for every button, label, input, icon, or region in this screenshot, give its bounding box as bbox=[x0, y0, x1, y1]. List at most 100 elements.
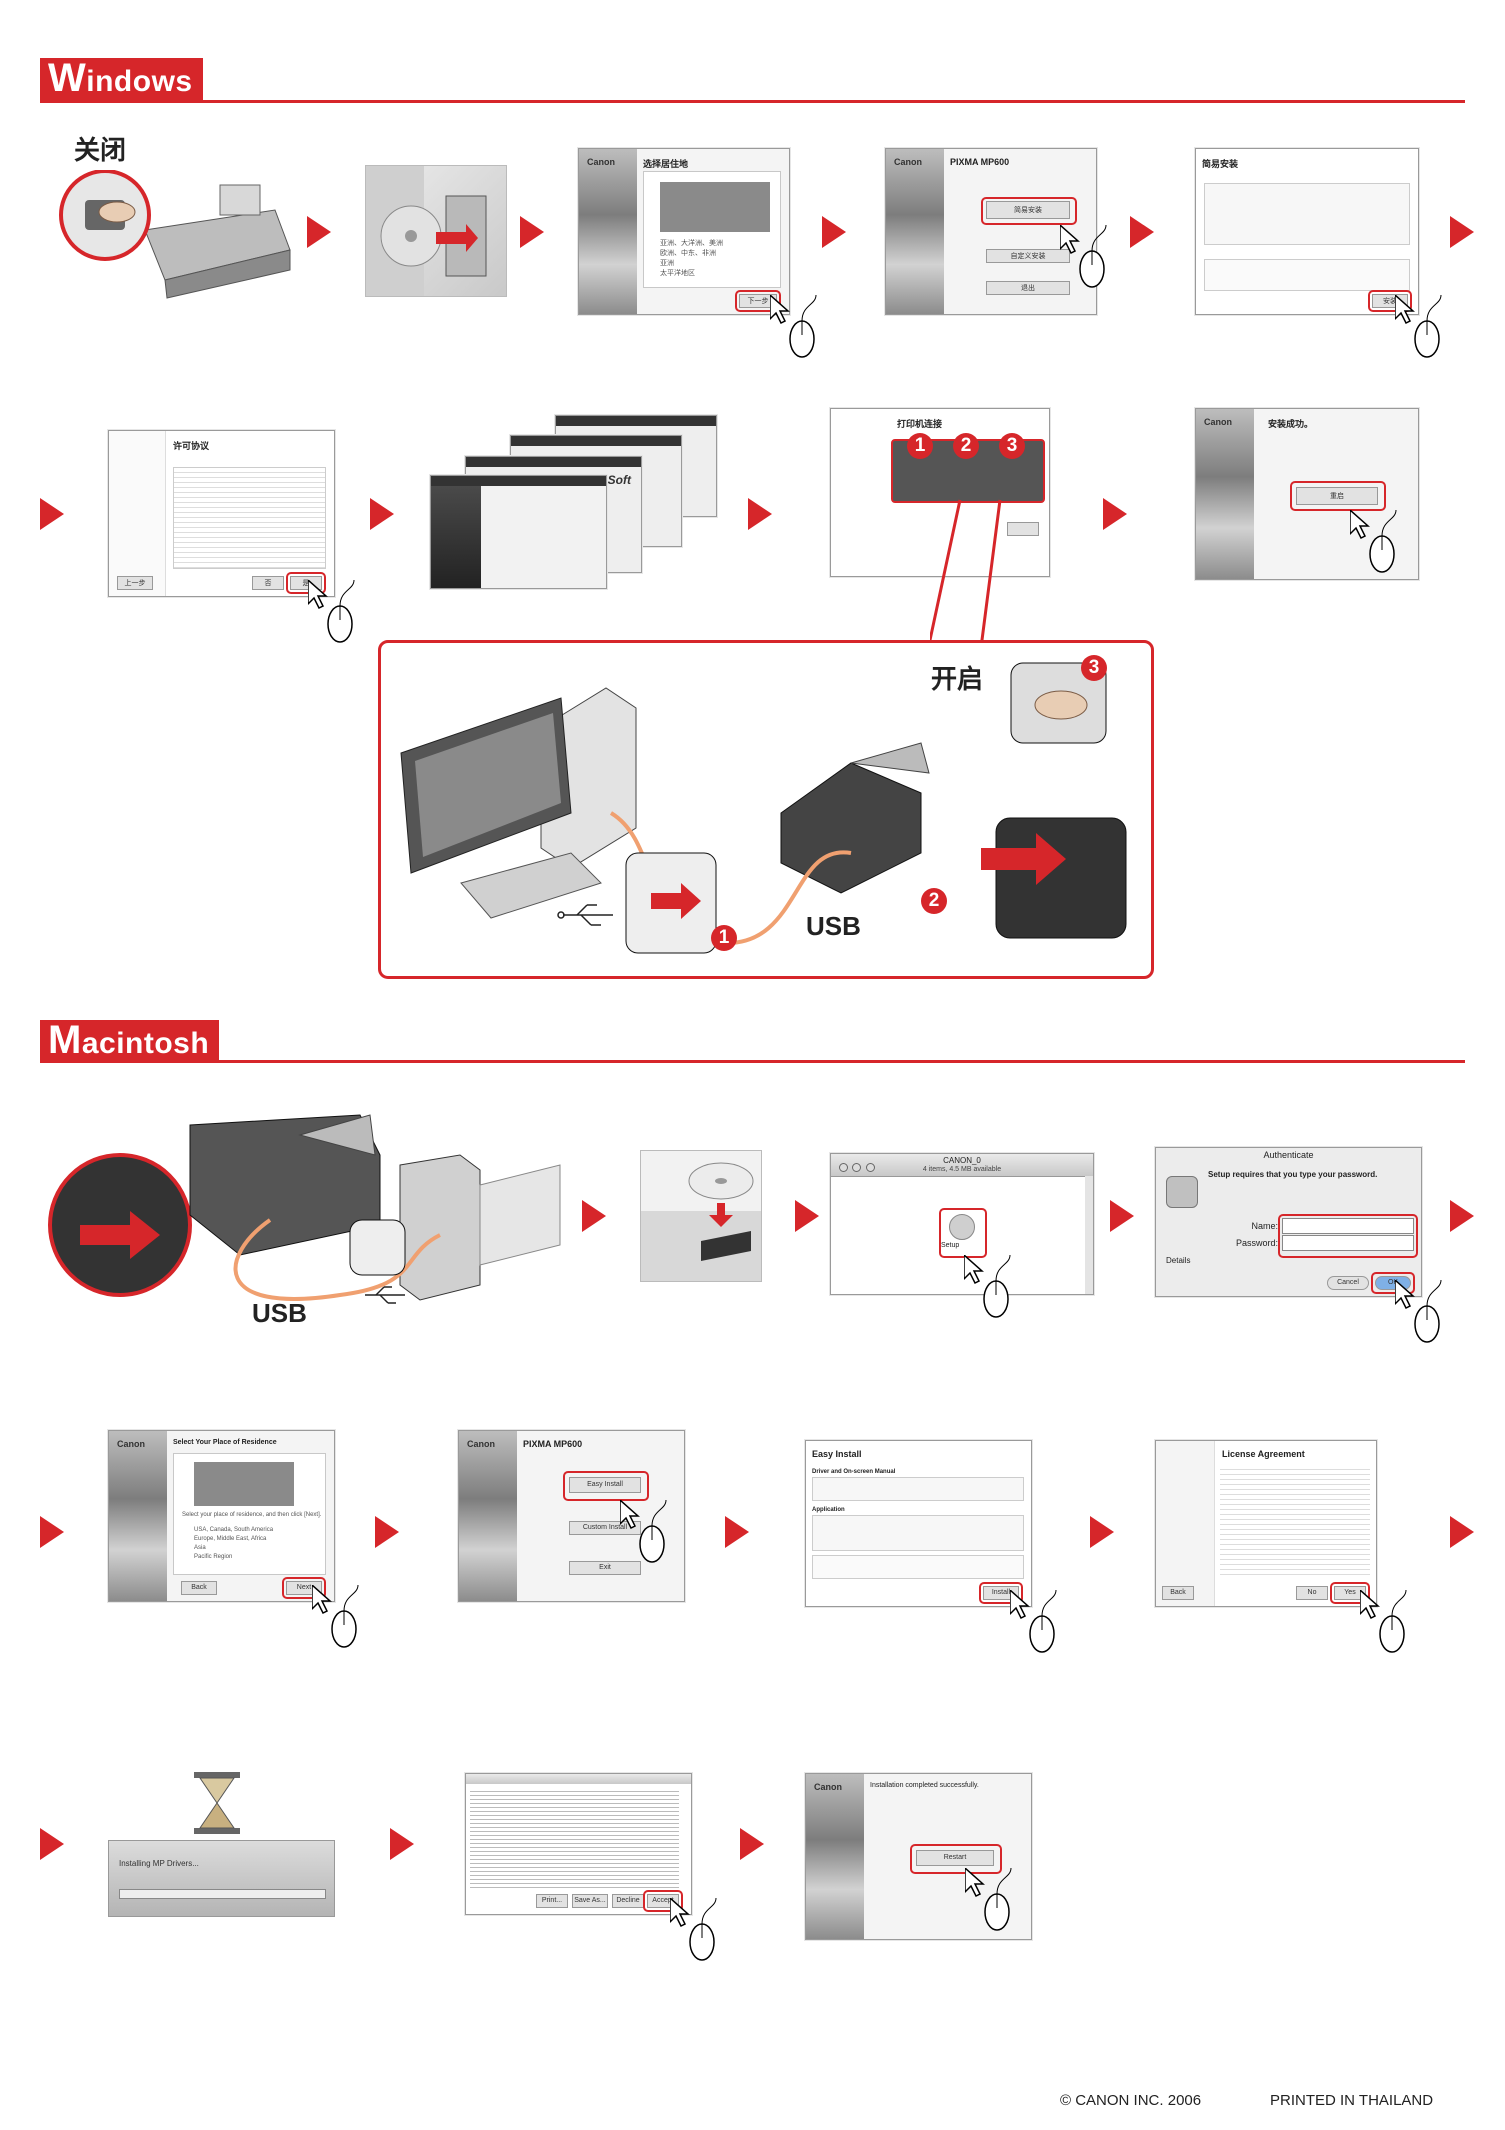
cd-icon bbox=[366, 166, 487, 296]
connection-title: 打印机连接 bbox=[897, 420, 943, 430]
step-arrow bbox=[1103, 498, 1127, 530]
hourglass-icon bbox=[192, 1772, 242, 1834]
auth-title: Authenticate bbox=[1263, 1150, 1314, 1160]
step-arrow bbox=[582, 1200, 606, 1232]
lock-icon bbox=[1166, 1176, 1198, 1208]
win-success-screen: Canon 安装成功。 重启 bbox=[1195, 408, 1419, 580]
back-button[interactable]: 上一步 bbox=[117, 576, 153, 590]
yes-button[interactable]: Yes bbox=[1334, 1586, 1366, 1600]
decline-button[interactable]: Decline bbox=[612, 1894, 644, 1908]
details-toggle[interactable]: Details bbox=[1166, 1256, 1191, 1265]
easy-install-title: Easy Install bbox=[812, 1449, 862, 1459]
region-option[interactable]: Europe, Middle East, Africa bbox=[194, 1536, 267, 1542]
exit-button[interactable]: Exit bbox=[569, 1561, 641, 1575]
exit-button[interactable]: 退出 bbox=[986, 281, 1070, 295]
name-label: Name: bbox=[1251, 1221, 1278, 1231]
installing-panel: Installing MP Drivers... bbox=[108, 1840, 335, 1917]
mac-install-menu-screen: Canon PIXMA MP600 Easy Install Custom In… bbox=[458, 1430, 685, 1602]
canon-logo: Canon bbox=[467, 1439, 495, 1449]
win-easy-install-screen: 简易安装 安装 bbox=[1195, 148, 1419, 315]
canon-logo: Canon bbox=[587, 157, 615, 167]
region-option[interactable]: 太平洋地区 bbox=[660, 269, 695, 277]
region-option[interactable]: Pacific Region bbox=[194, 1554, 233, 1560]
print-button[interactable]: Print... bbox=[536, 1894, 568, 1908]
application-heading: Application bbox=[812, 1507, 845, 1513]
highlight-box bbox=[1371, 1272, 1415, 1294]
region-option[interactable]: Asia bbox=[194, 1545, 206, 1551]
highlight-box bbox=[1278, 1214, 1418, 1258]
back-button[interactable]: Back bbox=[181, 1581, 217, 1595]
step-number: 1 bbox=[711, 925, 737, 951]
step-number: 1 bbox=[907, 433, 933, 459]
highlight-box bbox=[939, 1208, 987, 1258]
model-name: PIXMA MP600 bbox=[523, 1439, 583, 1449]
no-button[interactable]: 否 bbox=[252, 576, 284, 590]
mac-license-screen: License Agreement Back No Yes bbox=[1155, 1440, 1377, 1607]
easy-install-title: 简易安装 bbox=[1202, 160, 1239, 170]
driver-manual-heading: Driver and On-screen Manual bbox=[812, 1469, 896, 1475]
cancel-button[interactable]: Cancel bbox=[1327, 1276, 1369, 1290]
step-arrow bbox=[390, 1828, 414, 1860]
printer-icon bbox=[59, 169, 291, 299]
mac-usb-label: USB bbox=[252, 1298, 307, 1328]
computer-and-printer-illustration bbox=[400, 662, 1127, 954]
highlight-box bbox=[1290, 481, 1386, 511]
step-number: 3 bbox=[1081, 655, 1107, 681]
mouse-click-icon bbox=[620, 1500, 667, 1563]
highlight-box bbox=[643, 1890, 683, 1912]
finder-title: CANON_0 bbox=[943, 1156, 981, 1165]
region-option[interactable]: 欧洲、中东、非洲 bbox=[660, 249, 716, 257]
step-arrow bbox=[1130, 216, 1154, 248]
highlight-box bbox=[910, 1844, 1002, 1874]
region-option[interactable]: USA, Canada, South America bbox=[194, 1527, 274, 1533]
canon-logo: Canon bbox=[814, 1782, 842, 1792]
step-number: 3 bbox=[999, 433, 1025, 459]
save-as-button[interactable]: Save As... bbox=[572, 1894, 608, 1908]
region-title: 选择居住地 bbox=[643, 160, 689, 170]
auth-message: Setup requires that you type your passwo… bbox=[1208, 1170, 1378, 1179]
custom-install-button[interactable]: 自定义安装 bbox=[986, 249, 1070, 263]
region-options: 亚洲、大洋洲、美洲 欧洲、中东、非洲 亚洲 太平洋地区 bbox=[660, 238, 723, 278]
custom-install-button[interactable]: Custom Install bbox=[569, 1521, 641, 1535]
mouse-click-icon bbox=[770, 295, 817, 358]
highlight-box bbox=[282, 1577, 326, 1599]
restart-button[interactable]: 重启 bbox=[1296, 487, 1378, 505]
back-button[interactable]: Back bbox=[1162, 1586, 1194, 1600]
world-map bbox=[194, 1462, 294, 1506]
scrollbar[interactable] bbox=[1085, 1176, 1093, 1294]
arcsoft-window-1 bbox=[430, 475, 607, 589]
easy-install-button[interactable]: Easy Install bbox=[569, 1477, 641, 1493]
usb-label: USB bbox=[806, 911, 861, 941]
usb-symbol-icon bbox=[365, 1286, 405, 1304]
completed-message: Installation completed successfully. bbox=[870, 1782, 979, 1789]
password-field[interactable] bbox=[1282, 1235, 1414, 1251]
mouse-click-icon bbox=[1350, 510, 1397, 573]
step-arrow bbox=[307, 216, 331, 248]
mac-finder-window: CANON_0 4 items, 4.5 MB available Setup bbox=[830, 1153, 1094, 1295]
next-button[interactable]: 下一步 bbox=[739, 294, 777, 308]
windows-badge: Windows bbox=[40, 58, 203, 100]
cd-icon bbox=[641, 1162, 761, 1281]
setup-icon[interactable] bbox=[949, 1214, 975, 1240]
easy-install-button[interactable]: 简易安装 bbox=[986, 201, 1070, 219]
mac-easy-install-screen: Easy Install Driver and On-screen Manual… bbox=[805, 1440, 1032, 1607]
step-arrow bbox=[370, 498, 394, 530]
region-option[interactable]: 亚洲、大洋洲、美洲 bbox=[660, 239, 723, 247]
no-button[interactable]: No bbox=[1296, 1586, 1328, 1600]
mac-badge: Macintosh bbox=[40, 1018, 220, 1062]
canon-logo: Canon bbox=[894, 157, 922, 167]
step-arrow bbox=[1450, 216, 1474, 248]
region-option[interactable]: 亚洲 bbox=[660, 259, 674, 267]
highlight-box bbox=[979, 1582, 1023, 1604]
region-options: USA, Canada, South America Europe, Middl… bbox=[194, 1526, 273, 1562]
step-arrow bbox=[822, 216, 846, 248]
mac-printer-and-computer bbox=[48, 1114, 561, 1304]
step-arrow bbox=[520, 216, 544, 248]
mouse-click-icon bbox=[1010, 1590, 1057, 1653]
win-printer-connection-screen: 打印机连接 1 2 3 bbox=[830, 408, 1050, 577]
copyright: © CANON INC. 2006 bbox=[1060, 2092, 1202, 2109]
restart-button[interactable]: Restart bbox=[916, 1850, 994, 1866]
name-field[interactable] bbox=[1282, 1218, 1414, 1234]
mac-badge-initial: M bbox=[48, 1018, 82, 1062]
next-button[interactable] bbox=[1007, 522, 1039, 536]
